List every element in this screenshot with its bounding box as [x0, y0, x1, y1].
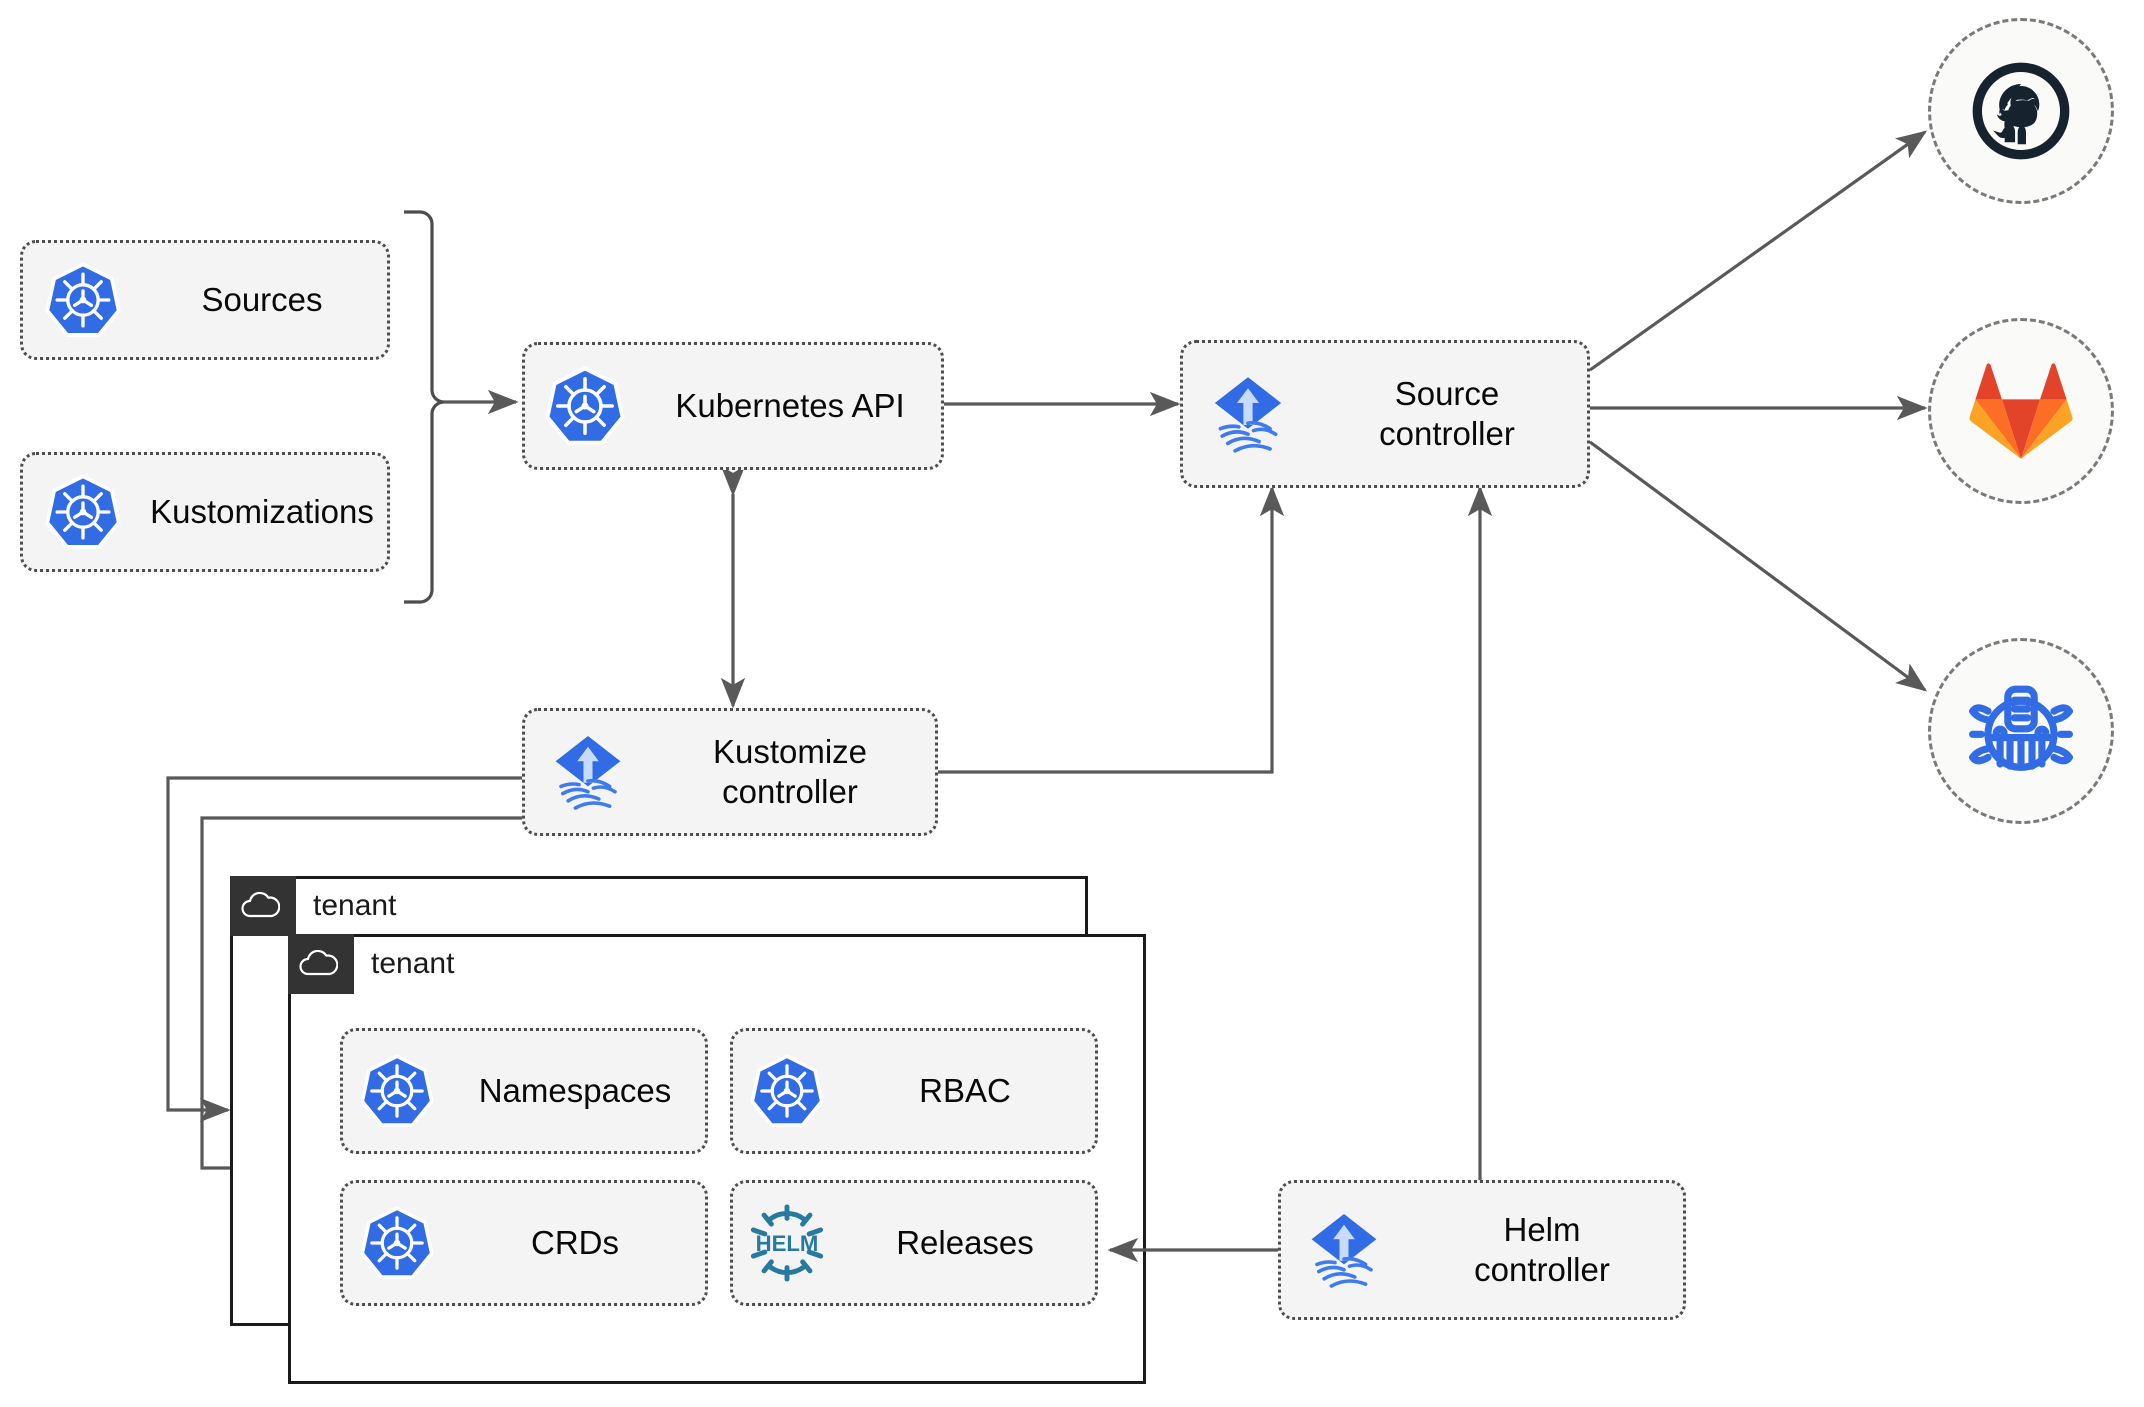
kubernetes-icon [23, 262, 143, 338]
edge-kustomize-controller-to-tenant-back [166, 776, 528, 1123]
github-icon [1972, 62, 2070, 160]
cloud-icon [288, 934, 348, 994]
node-label: Helm controller [1474, 1210, 1610, 1288]
kubernetes-icon [343, 1054, 451, 1128]
node-label: Kubernetes API [675, 386, 905, 424]
helm-icon: HELM [733, 1202, 841, 1284]
node-label: Namespaces [478, 1071, 672, 1109]
flux-icon [1183, 368, 1313, 460]
edge-source-controller-to-github [1589, 130, 1928, 372]
node-label: Source controller [1379, 374, 1515, 452]
node-helm-controller[interactable]: Helm controller [1278, 1180, 1686, 1320]
node-releases[interactable]: HELM Releases [730, 1180, 1098, 1306]
provider-registry[interactable] [1928, 638, 2114, 824]
kubernetes-icon [343, 1206, 451, 1280]
node-kustomize-controller[interactable]: Kustomize controller [522, 708, 938, 836]
gitlab-icon [1969, 363, 2073, 459]
node-label: RBAC [919, 1071, 1011, 1109]
kubernetes-icon [23, 474, 143, 550]
node-label: CRDs [531, 1223, 619, 1261]
node-namespaces[interactable]: Namespaces [340, 1028, 708, 1154]
tenant-title-back: tenant [313, 889, 397, 922]
provider-gitlab[interactable] [1928, 318, 2114, 504]
edge-kustomize-controller-to-source-controller [938, 485, 1285, 774]
node-rbac[interactable]: RBAC [730, 1028, 1098, 1154]
cloud-icon [230, 876, 290, 936]
node-label: Releases [896, 1223, 1034, 1261]
provider-github[interactable] [1928, 18, 2114, 204]
kubernetes-icon [525, 366, 645, 446]
node-kustomizations[interactable]: Kustomizations [20, 452, 390, 572]
node-crds[interactable]: CRDs [340, 1180, 708, 1306]
tenant-tab-back [230, 876, 296, 936]
kubernetes-icon [733, 1054, 841, 1128]
flux-icon [525, 727, 651, 817]
oci-registry-icon [1969, 685, 2073, 771]
svg-text:HELM: HELM [756, 1231, 819, 1256]
node-sources[interactable]: Sources [20, 240, 390, 360]
flux-icon [1281, 1205, 1407, 1295]
node-kubernetes-api[interactable]: Kubernetes API [522, 342, 944, 470]
edge-source-controller-to-registry [1589, 440, 1928, 692]
tenant-title-front: tenant [371, 947, 455, 980]
node-label: Kustomizations [150, 492, 374, 530]
tenant-tab-front [288, 934, 354, 994]
node-label: Kustomize controller [712, 732, 868, 810]
node-label: Sources [201, 280, 323, 318]
node-source-controller[interactable]: Source controller [1180, 340, 1590, 488]
